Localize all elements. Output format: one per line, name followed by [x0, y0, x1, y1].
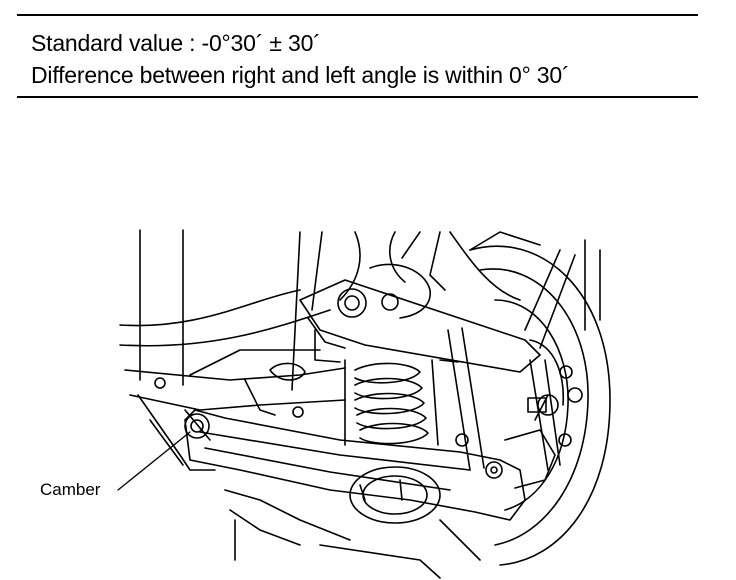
camber-bolt-drawing [184, 409, 211, 441]
upper-link-drawing [299, 249, 576, 373]
difference-text: Difference between right and left angle … [31, 62, 570, 88]
standard-value-text: Standard value : -0°30´ ± 30´ [31, 30, 321, 56]
lower-arm-drawing [137, 394, 526, 524]
camber-callout-label: Camber [40, 480, 101, 499]
top-rule [17, 14, 698, 16]
body-frame-drawing [119, 229, 521, 391]
camber-leader-line [117, 431, 191, 491]
bottom-rule [17, 96, 698, 98]
lower-bracket-drawing [224, 489, 481, 579]
shock-absorber-drawing [439, 327, 573, 471]
wheel-hub-drawing [469, 231, 611, 566]
knuckle-drawing [485, 394, 556, 489]
coil-spring-drawing [344, 359, 439, 446]
crossmember-drawing [124, 329, 346, 418]
